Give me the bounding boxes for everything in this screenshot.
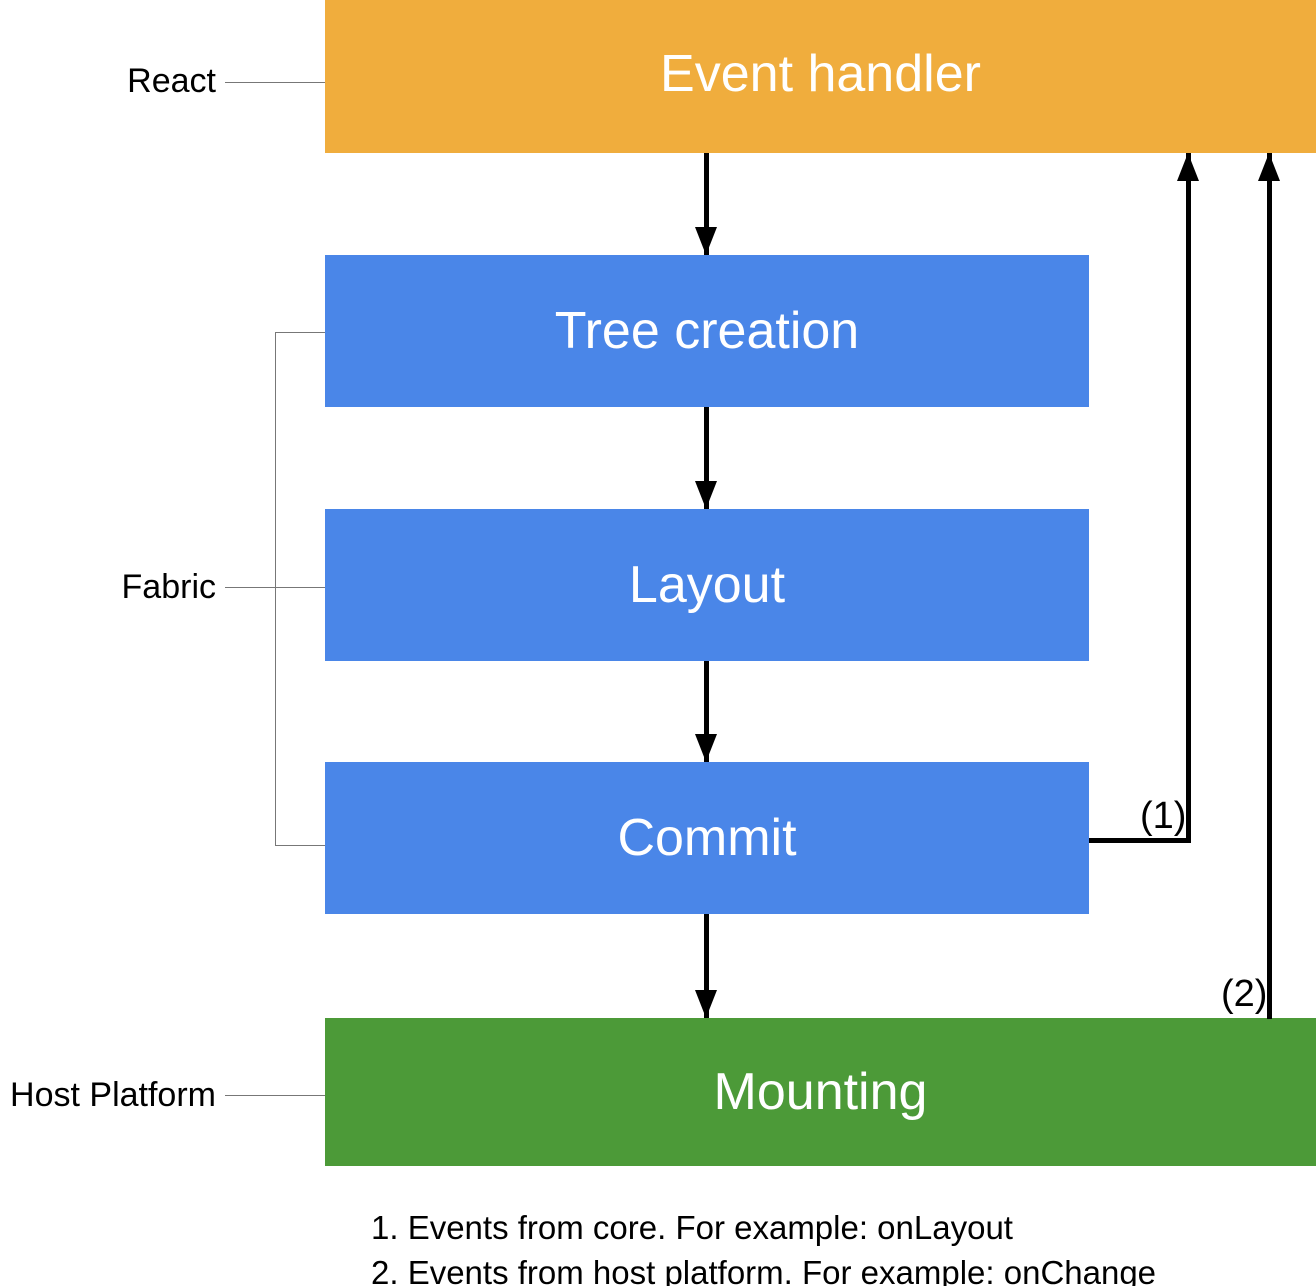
callout-label-1: (1)	[1140, 795, 1187, 837]
group-label-host-platform: Host Platform	[10, 1076, 216, 1114]
leader-line-host-platform	[225, 1095, 325, 1096]
group-label-fabric: Fabric	[121, 568, 216, 606]
arrow-shaft	[1186, 153, 1191, 841]
node-tree-creation-label: Tree creation	[554, 302, 860, 360]
arrow-head-down-icon	[695, 481, 717, 509]
callout-label-2: (2)	[1221, 973, 1268, 1015]
arrow-head-down-icon	[695, 227, 717, 255]
legend-line-1: 1. Events from core. For example: onLayo…	[371, 1209, 1013, 1246]
leader-line-react	[225, 82, 325, 83]
legend: 1. Events from core. For example: onLayo…	[371, 1206, 1156, 1286]
node-mounting-label: Mounting	[713, 1063, 928, 1121]
node-tree-creation[interactable]: Tree creation	[325, 255, 1089, 407]
arrow-head-up-icon	[1177, 153, 1199, 181]
node-mounting[interactable]: Mounting	[325, 1018, 1316, 1166]
arrow-shaft	[704, 153, 709, 255]
node-event-handler-label: Event handler	[660, 44, 981, 103]
node-event-handler[interactable]: Event handler	[325, 0, 1316, 153]
arrow-head-down-icon	[695, 734, 717, 762]
fabric-bracket-vertical	[275, 332, 276, 846]
node-commit[interactable]: Commit	[325, 762, 1089, 914]
arrow-shaft	[704, 661, 709, 762]
arrow-shaft	[704, 407, 709, 509]
node-layout-label: Layout	[628, 556, 786, 614]
legend-line-2: 2. Events from host platform. For exampl…	[371, 1253, 1157, 1286]
arrow-head-up-icon	[1258, 153, 1280, 181]
arrow-shaft	[704, 914, 709, 1018]
arrow-shaft	[1267, 153, 1272, 1019]
arrow-head-down-icon	[695, 990, 717, 1018]
fabric-bracket-bottom-arm	[275, 845, 325, 846]
feedback-1-horizontal-segment	[1089, 838, 1191, 843]
group-label-react: React	[127, 62, 216, 100]
node-layout[interactable]: Layout	[325, 509, 1089, 661]
fabric-bracket-top-arm	[275, 332, 325, 333]
node-commit-label: Commit	[617, 809, 797, 867]
